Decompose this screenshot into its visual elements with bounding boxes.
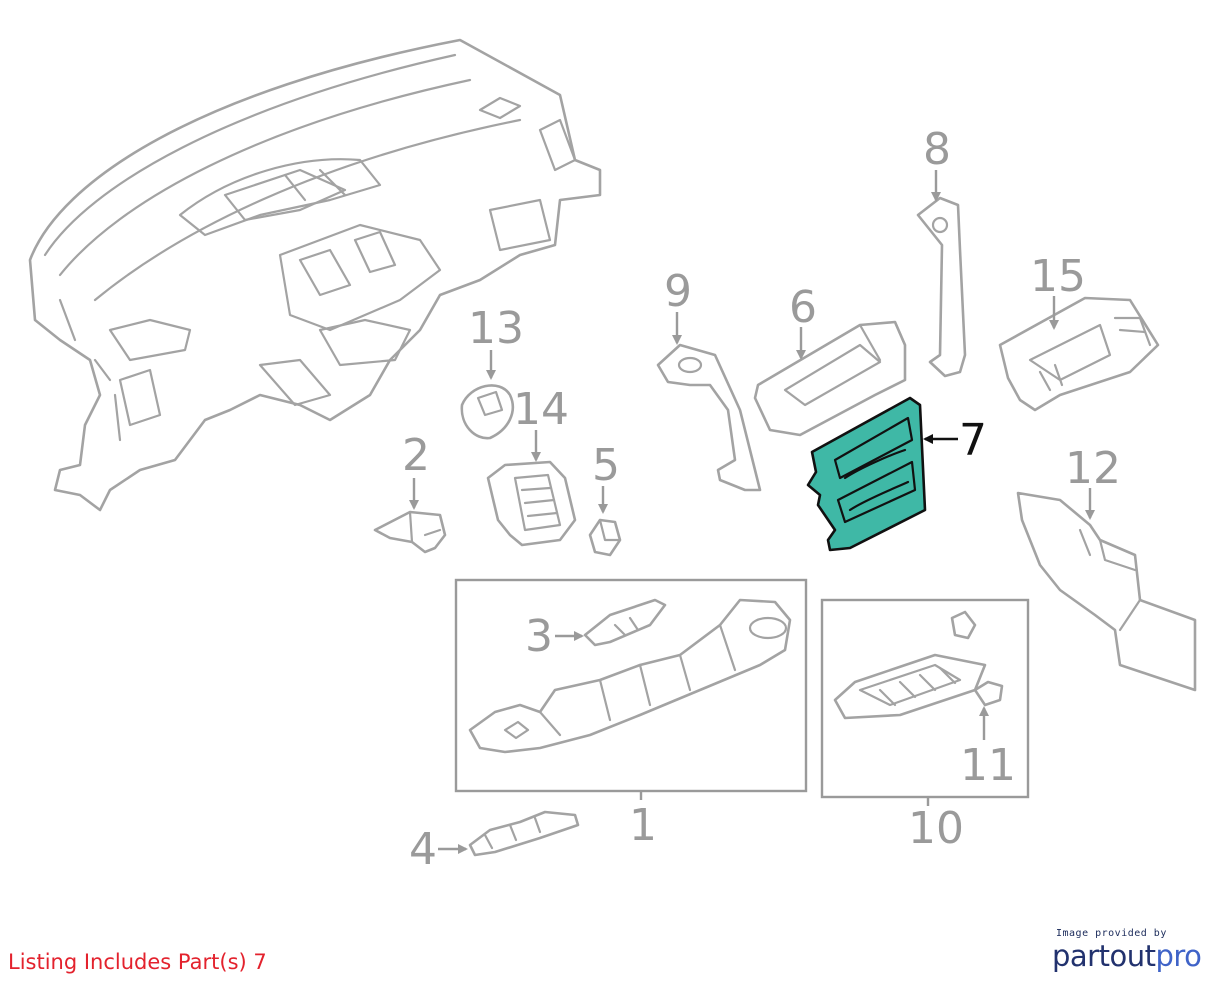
callout-14: 14 (513, 384, 569, 435)
part-8-bracket (916, 196, 967, 378)
leader-lines (409, 170, 1095, 854)
callout-9: 9 (664, 266, 692, 317)
callout-11: 11 (960, 740, 1016, 791)
callout-7: 7 (959, 415, 987, 466)
callout-5: 5 (592, 440, 620, 491)
listing-includes-note: Listing Includes Part(s) 7 (8, 950, 267, 974)
brand-wordmark-part2: pro (1155, 939, 1202, 973)
brand-wordmark-part1: partout (1052, 939, 1156, 973)
dashboard-assembly (28, 38, 602, 512)
part-6-display-bezel (753, 320, 907, 437)
part-14-vent (486, 460, 577, 547)
part-10-group-box (820, 598, 1030, 799)
part-11-clip (973, 680, 1004, 707)
part-1-glovebox-assembly (468, 598, 792, 754)
callout-12: 12 (1065, 443, 1121, 494)
callout-2: 2 (402, 430, 430, 481)
callout-3: 3 (525, 611, 553, 662)
callout-6: 6 (789, 282, 817, 333)
part-3-trim (583, 598, 667, 647)
part-7-highlighted-panel (806, 396, 927, 552)
callout-8: 8 (923, 124, 951, 175)
part-4-trim-strip (468, 810, 580, 857)
partoutpro-logo: Image provided by partoutpro (1052, 928, 1212, 973)
callout-4: 4 (409, 824, 437, 875)
part-5-clip (588, 518, 622, 557)
part-1-group-box (454, 578, 808, 793)
callout-1: 1 (629, 800, 657, 851)
part-9-bracket (656, 343, 762, 492)
part-10-glovebox-door (833, 610, 987, 720)
callout-15: 15 (1030, 251, 1086, 302)
callout-10: 10 (908, 803, 964, 854)
part-2-bracket (373, 510, 447, 554)
brand-caption: Image provided by (1056, 928, 1167, 939)
part-15-control-panel (998, 296, 1160, 412)
brand-wordmark: partoutpro (1052, 939, 1212, 973)
part-13-switch (460, 384, 515, 440)
callout-13: 13 (468, 303, 524, 354)
part-12-side-panel (1016, 491, 1197, 692)
